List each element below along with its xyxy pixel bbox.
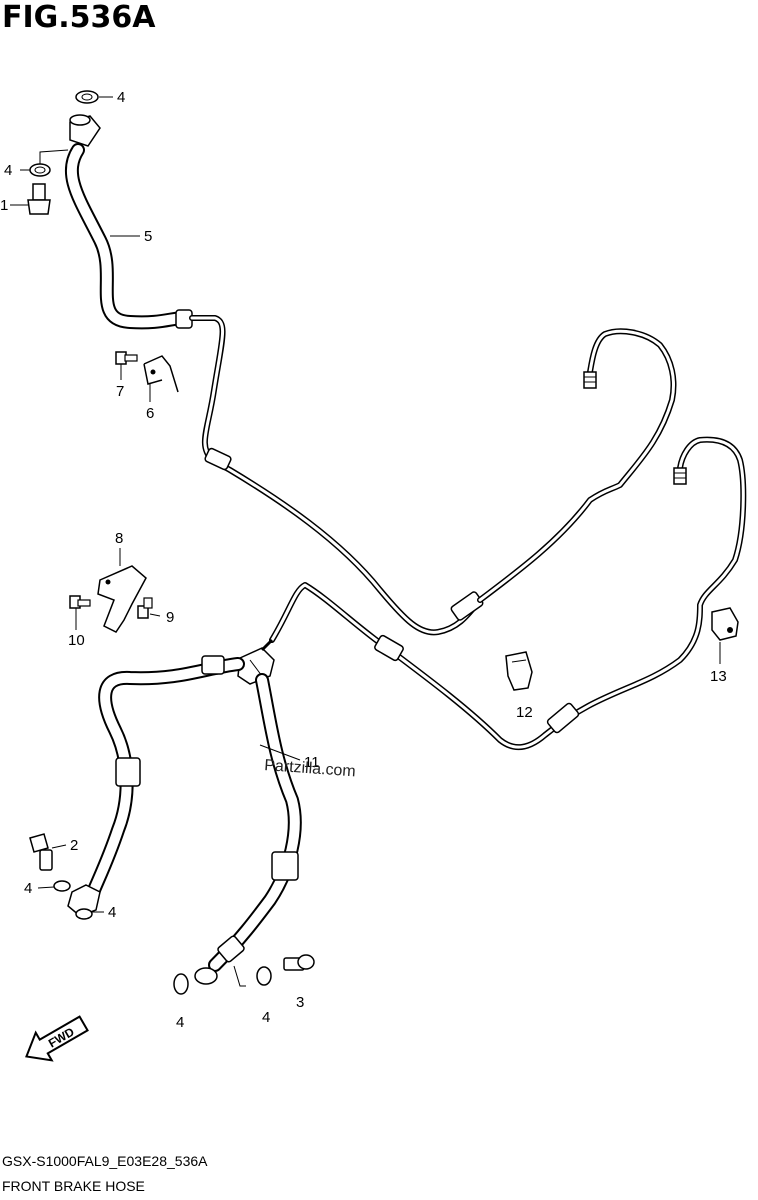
bracket-8[interactable]: [97, 565, 147, 633]
callout-2: 2: [70, 837, 78, 854]
callout-3: 3: [296, 994, 304, 1011]
clamp-6[interactable]: [143, 355, 179, 393]
washer-bottom-1[interactable]: [173, 973, 189, 995]
callout-8: 8: [115, 530, 123, 547]
fwd-arrow: FWD: [25, 1015, 89, 1062]
washer-lower-left-2[interactable]: [75, 908, 93, 920]
callout-4: 4: [176, 1014, 184, 1031]
callout-4: 4: [108, 904, 116, 921]
upper-brake-hose[interactable]: [64, 114, 193, 330]
upper-brake-pipe[interactable]: [189, 315, 484, 636]
union-bolt-upper[interactable]: [27, 183, 51, 215]
left-lower-brake-hose[interactable]: [67, 655, 245, 917]
callout-11: 11: [304, 754, 320, 771]
clamp-12[interactable]: [505, 651, 533, 691]
figure-code: GSX-S1000FAL9_E03E28_536A: [2, 1153, 208, 1169]
callout-4: 4: [117, 89, 125, 106]
clamp-13[interactable]: [711, 607, 739, 641]
callout-12: 12: [516, 704, 533, 721]
callout-4: 4: [4, 162, 12, 179]
callout-4: 4: [262, 1009, 270, 1026]
callout-7: 7: [116, 383, 124, 400]
washer-upper-left[interactable]: [29, 163, 51, 177]
callout-10: 10: [68, 632, 85, 649]
bolt-7[interactable]: [115, 351, 138, 365]
washer-bottom-2[interactable]: [256, 966, 272, 986]
callout-13: 13: [710, 668, 727, 685]
bolt-9[interactable]: [137, 597, 153, 619]
washer-lower-left-1[interactable]: [53, 880, 71, 892]
union-bolt-bottom[interactable]: [283, 954, 315, 971]
callout-6: 6: [146, 405, 154, 422]
union-bolt-lower[interactable]: [29, 833, 53, 871]
watermark: Partzilla.com: [264, 757, 357, 780]
figure-title: FIG.536A: [2, 0, 156, 35]
leader-lines: [10, 96, 721, 987]
figure-description: FRONT BRAKE HOSE: [2, 1178, 145, 1194]
callout-4: 4: [24, 880, 32, 897]
washer-top[interactable]: [75, 90, 99, 104]
callout-5: 5: [144, 228, 152, 245]
bolt-10[interactable]: [69, 595, 91, 609]
right-lower-brake-hose[interactable]: [194, 673, 302, 985]
right-lower-pipe[interactable]: [269, 436, 747, 751]
right-upper-pipe[interactable]: [477, 328, 677, 603]
callout-9: 9: [166, 609, 174, 626]
callout-1: 1: [0, 197, 8, 214]
